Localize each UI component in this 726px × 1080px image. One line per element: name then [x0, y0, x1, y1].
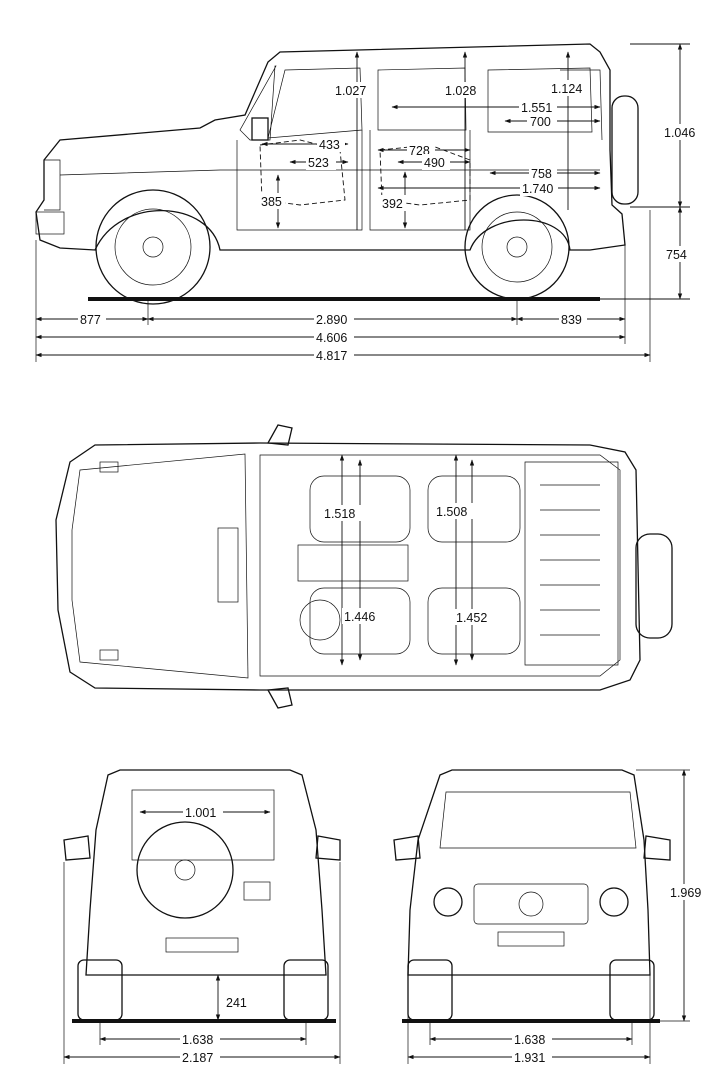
- dim-385: 385: [261, 195, 282, 209]
- hood-vent: [217, 527, 239, 603]
- rear-quarter-window: [487, 67, 593, 133]
- rear-body-outline: [85, 769, 327, 976]
- dim-754: 754: [666, 248, 687, 262]
- front-wheel: [95, 189, 211, 305]
- rear-tire-left: [77, 959, 123, 1021]
- dim-523: 523: [308, 156, 329, 170]
- rear-wheel: [464, 194, 570, 300]
- front-tire-right: [609, 959, 655, 1021]
- dim-433: 433: [319, 138, 340, 152]
- dim-4606: 4.606: [316, 331, 347, 345]
- top-body-outline: [55, 442, 641, 691]
- rear-window: [131, 789, 275, 861]
- spare-wheel: [611, 95, 639, 205]
- dim-rear-1001: 1.001: [185, 806, 216, 820]
- front-mirror-right: [643, 835, 671, 861]
- cargo-ribs: [540, 484, 600, 636]
- front-tire-left: [407, 959, 453, 1021]
- dim-1124: 1.124: [551, 82, 582, 96]
- front-marker-left: [99, 461, 119, 473]
- front-headlight-left: [433, 887, 463, 917]
- front-marker-right: [99, 649, 119, 661]
- headlight: [44, 159, 61, 211]
- dim-839: 839: [561, 313, 582, 327]
- cargo-area: [524, 461, 619, 666]
- dim-4817: 4.817: [316, 349, 347, 363]
- rear-view: 1.001 241 1.638 2.187: [63, 769, 341, 1065]
- cabin-outline: [259, 454, 621, 677]
- front-rim: [114, 208, 192, 286]
- hood: [71, 453, 249, 679]
- front-emblem: [518, 891, 544, 917]
- dim-700: 700: [530, 115, 551, 129]
- mirror-left: [266, 424, 293, 446]
- dim-1740: 1.740: [522, 182, 553, 196]
- steering-wheel: [299, 599, 341, 641]
- mirror-right: [266, 687, 293, 709]
- dim-490: 490: [424, 156, 445, 170]
- side-view: 1.027 1.028 1.124 1.551 700 433 523 728 …: [35, 43, 700, 363]
- dim-rear-2187: 2.187: [182, 1051, 213, 1065]
- dim-2890: 2.890: [316, 313, 347, 327]
- dim-392: 392: [382, 197, 403, 211]
- rear-spare-emblem: [174, 859, 196, 881]
- dim-top-1508: 1.508: [436, 505, 467, 519]
- dim-front-1969: 1.969: [670, 886, 701, 900]
- dim-1027: 1.027: [335, 84, 366, 98]
- dim-1046: 1.046: [664, 126, 695, 140]
- center-console: [297, 544, 409, 582]
- rear-mirror-right: [315, 835, 341, 861]
- dim-rear-241: 241: [226, 996, 247, 1010]
- rear-spare-wheel: [136, 821, 234, 919]
- dim-front-1638: 1.638: [514, 1033, 545, 1047]
- dim-top-1518: 1.518: [324, 507, 355, 521]
- rear-tire-right: [283, 959, 329, 1021]
- front-windshield: [439, 791, 637, 849]
- front-hub: [142, 236, 164, 258]
- front-view: 1.969 1.638 1.931: [393, 769, 708, 1065]
- front-body-outline: [407, 769, 651, 976]
- front-grille: [35, 211, 65, 235]
- side-mirror: [251, 117, 269, 141]
- dim-758: 758: [531, 167, 552, 181]
- dim-rear-1638: 1.638: [182, 1033, 213, 1047]
- rear-mirror-left: [63, 835, 91, 861]
- front-plate: [497, 931, 565, 947]
- rear-rim: [481, 211, 553, 283]
- front-door-window: [267, 67, 363, 139]
- dim-top-1446: 1.446: [344, 610, 375, 624]
- rear-door-handle: [243, 881, 271, 901]
- rear-door-window: [377, 67, 467, 131]
- dim-877: 877: [80, 313, 101, 327]
- dim-1028: 1.028: [445, 84, 476, 98]
- roof-rail: [560, 69, 603, 141]
- top-view: 1.518 1.508 1.446 1.452: [55, 424, 673, 709]
- dim-top-1452: 1.452: [456, 611, 487, 625]
- front-mirror-left: [393, 835, 421, 861]
- front-grille: [473, 883, 589, 925]
- spare-wheel-top: [635, 533, 673, 639]
- rear-hub: [506, 236, 528, 258]
- rear-plate: [165, 937, 239, 953]
- side-body-outline: [35, 43, 626, 251]
- front-seat-outline: [259, 139, 346, 206]
- front-door: [236, 130, 363, 231]
- dim-front-1931: 1.931: [514, 1051, 545, 1065]
- dim-1551: 1.551: [521, 101, 552, 115]
- body-crease: [59, 169, 600, 176]
- front-headlight-right: [599, 887, 629, 917]
